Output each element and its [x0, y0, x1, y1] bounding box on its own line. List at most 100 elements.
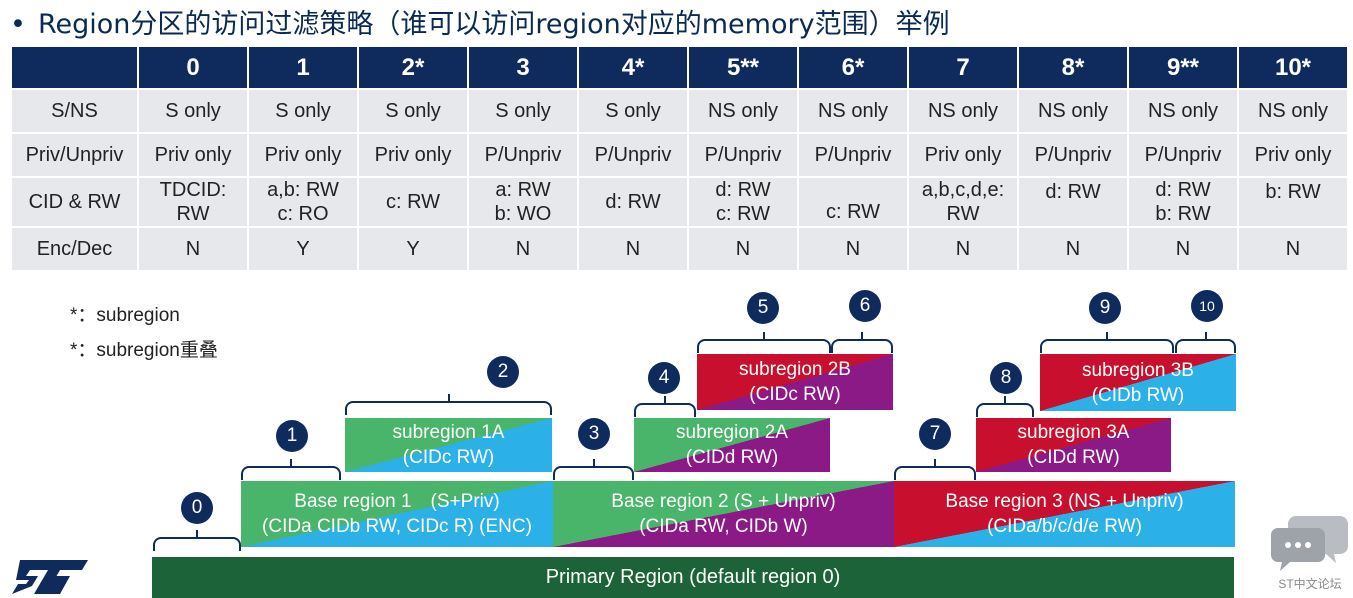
col-header: 7: [909, 47, 1017, 88]
table-cell: NS only: [799, 90, 907, 132]
col-header: 5**: [689, 47, 797, 88]
table-cell: d: RW: [579, 178, 687, 226]
policy-table: 0 1 2* 3 4* 5** 6* 7 8* 9** 10* S/NS S o…: [10, 45, 1349, 272]
badge-6: 6: [849, 290, 881, 322]
badge-0: 0: [181, 492, 213, 524]
table-cell: S only: [579, 90, 687, 132]
table-cell: S only: [139, 90, 247, 132]
subregion-2b: subregion 2B(CIDc RW): [697, 354, 893, 410]
table-cell: N: [1019, 228, 1127, 270]
col-header: 3: [469, 47, 577, 88]
table-cell: NS only: [689, 90, 797, 132]
badge-7: 7: [919, 418, 951, 450]
watermark: ST中文论坛: [1270, 512, 1350, 598]
badge-2: 2: [487, 356, 519, 388]
col-header: 4*: [579, 47, 687, 88]
table-cell: Priv only: [359, 134, 467, 176]
subregion-3b: subregion 3B(CIDb RW): [1040, 354, 1236, 411]
primary-region: Primary Region (default region 0): [152, 557, 1234, 598]
watermark-text: ST中文论坛: [1278, 577, 1342, 591]
table-cell: d: RW: [1019, 178, 1127, 226]
table-row-priv: Priv/Unpriv Priv only Priv only Priv onl…: [12, 134, 1347, 176]
col-header: 0: [139, 47, 247, 88]
base-region-2: Base region 2 (S + Unpriv)(CIDa RW, CIDb…: [553, 481, 894, 547]
table-cell: Priv only: [139, 134, 247, 176]
brace-4: [634, 396, 696, 417]
table-cell: P/Unpriv: [689, 134, 797, 176]
table-cell: N: [1239, 228, 1347, 270]
subregion-3a: subregion 3A(CIDd RW): [976, 418, 1171, 472]
row-header: Priv/Unpriv: [12, 134, 137, 176]
badge-4: 4: [648, 362, 680, 394]
table-cell: c: RW: [359, 178, 467, 226]
table-cell: NS only: [1129, 90, 1237, 132]
table-cell: P/Unpriv: [1019, 134, 1127, 176]
table-cell: S only: [249, 90, 357, 132]
base-region-1: Base region 1 (S+Priv)(CIDa CIDb RW, CID…: [241, 481, 553, 547]
table-cell: NS only: [1019, 90, 1127, 132]
brace-9: [1040, 332, 1174, 353]
badge-5: 5: [747, 292, 779, 324]
brace-6: [831, 332, 893, 353]
subregion-1a: subregion 1A(CIDc RW): [345, 418, 552, 472]
brace-3: [553, 459, 634, 480]
bullet: •: [10, 9, 26, 40]
row-header: Enc/Dec: [12, 228, 137, 270]
table-cell: N: [909, 228, 1017, 270]
note-subregion: *：subregion: [70, 305, 180, 326]
brace-1: [241, 459, 341, 480]
col-header: 9**: [1129, 47, 1237, 88]
col-header: 10*: [1239, 47, 1347, 88]
brace-10: [1175, 332, 1236, 353]
brace-2: [345, 394, 552, 415]
table-cell: N: [689, 228, 797, 270]
table-cell: P/Unpriv: [469, 134, 577, 176]
brace-0: [153, 530, 241, 551]
note-subregion-overlap: *：subregion重叠: [70, 340, 218, 361]
table-cell: NS only: [1239, 90, 1347, 132]
brace-7: [894, 459, 976, 480]
col-header: 1: [249, 47, 357, 88]
row-header: S/NS: [12, 90, 137, 132]
brace-5: [697, 332, 831, 353]
table-cell: c: RW: [799, 178, 907, 226]
table-cell: Y: [249, 228, 357, 270]
table-cell: a,b,c,d,e:RW: [909, 178, 1017, 226]
st-logo: [12, 560, 88, 594]
table-cell: P/Unpriv: [579, 134, 687, 176]
table-cell: N: [1129, 228, 1237, 270]
col-header: 2*: [359, 47, 467, 88]
badge-10: 10: [1191, 290, 1223, 322]
table-cell: Priv only: [1239, 134, 1347, 176]
row-header: CID & RW: [12, 178, 137, 226]
col-header: 8*: [1019, 47, 1127, 88]
table-cell: S only: [469, 90, 577, 132]
badge-3: 3: [578, 418, 610, 450]
chat-bubbles-icon: [1271, 516, 1348, 571]
badge-9: 9: [1089, 292, 1121, 324]
subregion-2a: subregion 2A(CIDd RW): [634, 418, 830, 472]
table-cell: TDCID:RW: [139, 178, 247, 226]
table-cell: S only: [359, 90, 467, 132]
table-cell: b: RW: [1239, 178, 1347, 226]
page-title-text: Region分区的访问过滤策略（谁可以访问region对应的memory范围）举…: [37, 9, 950, 40]
table-cell: NS only: [909, 90, 1017, 132]
table-cell: P/Unpriv: [1129, 134, 1237, 176]
table-cell: N: [799, 228, 907, 270]
col-header: 6*: [799, 47, 907, 88]
table-cell: Priv only: [249, 134, 357, 176]
badge-8: 8: [990, 362, 1022, 394]
table-cell: Priv only: [909, 134, 1017, 176]
table-header-row: 0 1 2* 3 4* 5** 6* 7 8* 9** 10*: [12, 47, 1347, 88]
table-cell: N: [469, 228, 577, 270]
table-corner: [12, 47, 137, 88]
table-cell: N: [579, 228, 687, 270]
base-region-3: Base region 3 (NS + Unpriv)(CIDa/b/c/d/e…: [894, 481, 1235, 547]
badge-1: 1: [276, 420, 308, 452]
table-row-encdec: Enc/Dec N Y Y N N N N N N N N: [12, 228, 1347, 270]
page-title: • Region分区的访问过滤策略（谁可以访问region对应的memory范围）…: [10, 2, 950, 41]
